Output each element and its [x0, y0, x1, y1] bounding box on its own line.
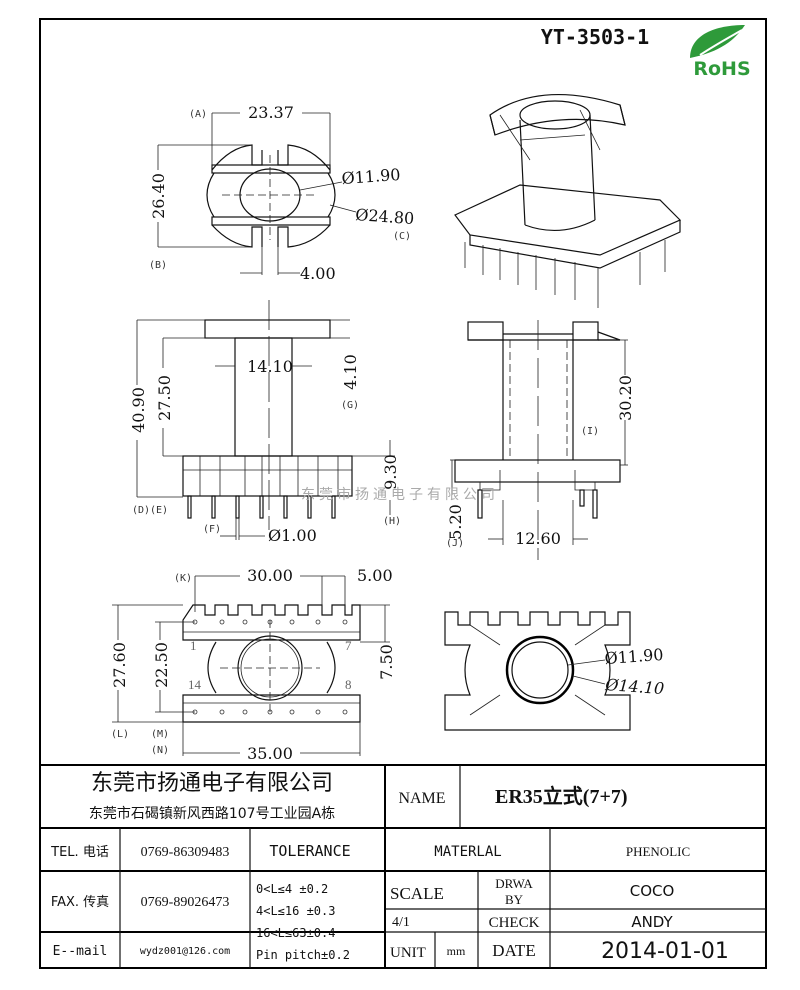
tolerance-row-2: 4<L≤16 ±0.3 [256, 904, 335, 918]
ref-g: (G) [341, 400, 359, 411]
end-view: Ø11.90 Ø14.10 [444, 611, 665, 731]
dim-height: 26.40 [149, 173, 168, 219]
tolerance-row-1: 0<L≤4 ±0.2 [256, 882, 328, 896]
material-value: PHENOLIC [626, 844, 690, 859]
company-name: 东莞市扬通电子有限公司 [91, 771, 333, 796]
pin-label-8: 8 [345, 677, 352, 692]
check-label: CHECK [489, 915, 540, 931]
tel-label: TEL. 电话 [50, 845, 109, 860]
dim-overall-width: 35.00 [247, 744, 293, 763]
side-view: 30.20 (I) 5.20 (J) 12.60 [446, 320, 635, 560]
dim-total-height: 40.90 [129, 387, 148, 433]
tel-value: 0769-86309483 [141, 845, 230, 860]
dim-pin-span: 30.00 [247, 566, 293, 585]
material-label: MATERLAL [434, 844, 501, 860]
tolerance-row-4: Pin pitch±0.2 [256, 948, 350, 962]
rohs-logo: RoHS [690, 25, 751, 80]
dim-base-height: 9.30 [381, 454, 400, 490]
scale-label: SCALE [390, 884, 444, 903]
date-value: 2014-01-01 [601, 939, 729, 964]
dim-pin-dia: Ø1.00 [268, 526, 317, 545]
dim-inner-dia: Ø11.90 [341, 165, 401, 188]
ref-k: (K) [174, 573, 192, 584]
email-value: wydz001@126.com [140, 946, 230, 957]
dim-side-width: 12.60 [515, 529, 561, 548]
ref-l: (L) [111, 729, 129, 740]
drawn-by-value: COCO [630, 882, 675, 900]
name-label: NAME [398, 790, 445, 807]
drawing-border [39, 18, 767, 969]
dim-end-outer-dia: Ø14.10 [604, 675, 665, 698]
ref-n: (N) [151, 745, 169, 756]
date-label: DATE [492, 941, 535, 960]
ref-m: (M) [151, 729, 169, 740]
ref-i: (I) [581, 426, 599, 437]
part-code: YT-3503-1 [541, 25, 649, 49]
dim-comb-depth: 7.50 [377, 644, 396, 680]
dim-outer-dia: Ø24.80 [355, 205, 415, 228]
unit-label: UNIT [390, 945, 426, 961]
drawn-by-label-1: DRWA [495, 876, 533, 891]
ref-h: (H) [383, 516, 401, 527]
ref-a: (A) [189, 109, 207, 120]
rohs-label: RoHS [693, 58, 750, 80]
tolerance-label: TOLERANCE [269, 842, 350, 860]
top-view: 23.37 (A) 26.40 (B) Ø11.90 Ø24.80 (C) 4.… [149, 103, 415, 283]
ref-de: (D)(E) [132, 505, 168, 516]
ref-c: (C) [393, 231, 411, 242]
ref-b: (B) [149, 260, 167, 271]
pin-label-14: 14 [188, 677, 202, 692]
dim-side-base: 5.20 [446, 504, 465, 540]
dim-flange-top: 4.10 [341, 354, 360, 390]
title-block: 东莞市扬通电子有限公司 东莞市石碣镇新风西路107号工业园A栋 NAME ER3… [40, 764, 766, 968]
dim-slot: 4.00 [300, 264, 336, 283]
dim-end-inner-dia: Ø11.90 [604, 645, 664, 668]
ref-j: (J) [446, 538, 464, 549]
check-value: ANDY [631, 913, 673, 931]
scale-value: 4/1 [392, 915, 410, 930]
dim-winding-height: 27.50 [155, 375, 174, 421]
company-address: 东莞市石碣镇新风西路107号工业园A栋 [89, 805, 335, 822]
tolerance-row-3: 16<L≤63±0.4 [256, 926, 335, 940]
email-label: E--mail [53, 944, 108, 959]
dim-width: 23.37 [248, 103, 294, 122]
front-view: 40.90 27.50 14.10 4.10 (G) 9.30 (H) (D)(… [129, 300, 401, 545]
dim-side-height: 30.20 [616, 375, 635, 421]
pin-label-1: 1 [190, 638, 197, 653]
fax-value: 0769-89026473 [141, 895, 230, 910]
ref-f: (F) [203, 524, 221, 535]
dim-core-width: 14.10 [247, 357, 293, 376]
dim-pin-pitch: 5.00 [357, 566, 393, 585]
watermark: 东莞市扬通电子有限公司 [301, 486, 499, 503]
isometric-view [454, 93, 682, 308]
drawn-by-label-2: BY [505, 892, 524, 907]
bottom-view: 1 7 14 8 30.00 5.00 (K) 27.60 22.50 7.50… [110, 566, 396, 763]
pin-label-7: 7 [345, 638, 352, 653]
dim-overall-depth: 27.60 [110, 642, 129, 688]
dim-row-spacing: 22.50 [152, 642, 171, 688]
name-value: ER35立式(7+7) [495, 784, 628, 808]
unit-value: mm [447, 944, 466, 958]
fax-label: FAX. 传真 [51, 895, 109, 910]
